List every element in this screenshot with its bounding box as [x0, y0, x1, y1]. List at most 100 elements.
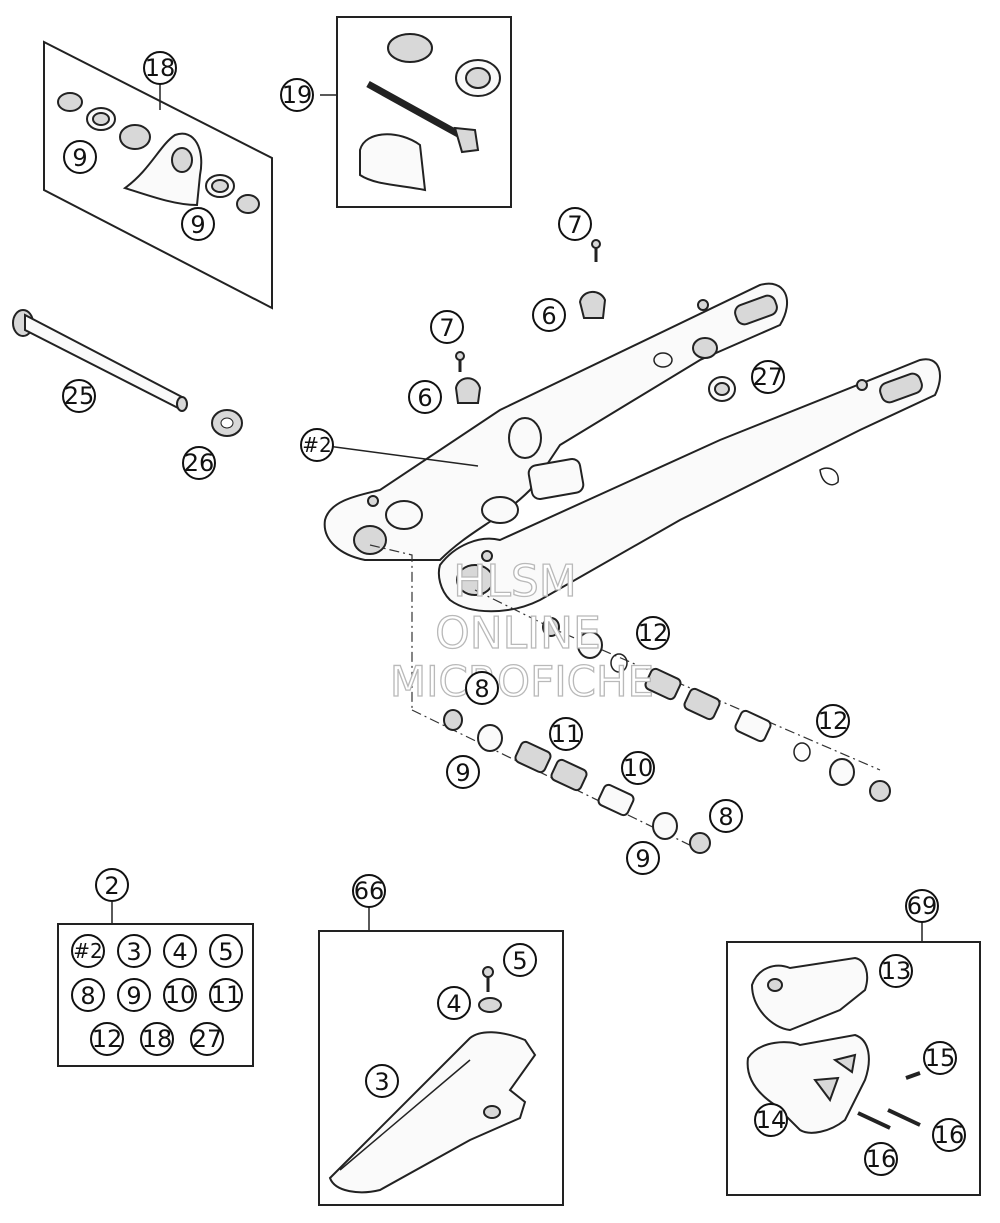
callout-69: 69 — [905, 889, 939, 923]
kit2-item: 18 — [140, 1022, 174, 1056]
kit-19-panel — [320, 16, 512, 208]
svg-text:69: 69 — [907, 892, 938, 920]
callout-7-a: 7 — [558, 207, 592, 241]
svg-text:4: 4 — [446, 990, 461, 1018]
svg-text:5: 5 — [512, 947, 527, 975]
svg-text:#2: #2 — [302, 433, 331, 457]
callout-12-b: 12 — [816, 704, 850, 738]
svg-text:16: 16 — [866, 1145, 897, 1173]
svg-text:7: 7 — [439, 314, 454, 342]
svg-text:11: 11 — [211, 981, 242, 1009]
callout-14: 14 — [754, 1103, 788, 1137]
kit2-item: 3 — [117, 934, 151, 968]
callout-6-b: 6 — [408, 380, 442, 414]
callout-18: 18 — [143, 51, 177, 85]
svg-text:15: 15 — [925, 1044, 956, 1072]
svg-text:27: 27 — [192, 1025, 223, 1053]
kit2-item: 27 — [190, 1022, 224, 1056]
callout-16-b: 16 — [864, 1142, 898, 1176]
callout-5: 5 — [503, 943, 537, 977]
svg-text:9: 9 — [72, 144, 87, 172]
svg-text:12: 12 — [92, 1025, 123, 1053]
svg-text:8: 8 — [474, 675, 489, 703]
callout-16-a: 16 — [932, 1118, 966, 1152]
watermark-line2: ONLINE — [435, 608, 601, 659]
svg-text:9: 9 — [190, 211, 205, 239]
svg-text:27: 27 — [753, 363, 784, 391]
clamp-upper — [578, 239, 607, 319]
svg-text:16: 16 — [934, 1121, 965, 1149]
svg-text:66: 66 — [354, 877, 385, 905]
callout-27: 27 — [751, 360, 785, 394]
callout-4: 4 — [437, 986, 471, 1020]
svg-text:26: 26 — [184, 449, 215, 477]
kit2-item: 4 — [163, 934, 197, 968]
callout-11: 11 — [549, 717, 583, 751]
leader-lines — [319, 444, 479, 467]
svg-text:10: 10 — [165, 981, 196, 1009]
svg-text:4: 4 — [172, 938, 187, 966]
svg-text:25: 25 — [64, 382, 95, 410]
kit2-item: #2 — [71, 934, 105, 968]
svg-text:18: 18 — [145, 54, 176, 82]
svg-text:9: 9 — [635, 845, 650, 873]
kit2-item: 8 — [71, 978, 105, 1012]
svg-text:5: 5 — [218, 938, 233, 966]
callout-8-a: 8 — [465, 671, 499, 705]
svg-text:#2: #2 — [73, 939, 102, 963]
bearing-27 — [708, 376, 736, 402]
clamp-lower — [454, 351, 482, 404]
callout-66: 66 — [352, 874, 386, 908]
kit2-item: 12 — [90, 1022, 124, 1056]
svg-text:2: 2 — [104, 872, 119, 900]
kit2-item: 5 — [209, 934, 243, 968]
callout-9-b: 9 — [181, 207, 215, 241]
svg-text:8: 8 — [80, 982, 95, 1010]
callout-25: 25 — [62, 379, 96, 413]
svg-text:3: 3 — [126, 938, 141, 966]
axle-nut — [211, 409, 243, 437]
kit2-item: 10 — [163, 978, 197, 1012]
callout-9-a: 9 — [63, 140, 97, 174]
swingarm-axle — [12, 309, 188, 412]
callout-9-d: 9 — [626, 841, 660, 875]
callout-7-b: 7 — [430, 310, 464, 344]
watermark: HLSM ONLINE MICROFICHE — [389, 555, 654, 706]
pivot-bearing-stack — [369, 544, 891, 854]
svg-text:18: 18 — [142, 1025, 173, 1053]
callout-3: 3 — [365, 1064, 399, 1098]
svg-text:6: 6 — [541, 302, 556, 330]
watermark-line3: MICROFICHE — [390, 657, 654, 706]
callout-10: 10 — [621, 751, 655, 785]
callout-13: 13 — [879, 954, 913, 988]
callout-hash-2: #2 — [300, 428, 334, 462]
swingarm — [323, 282, 941, 613]
svg-text:11: 11 — [551, 720, 582, 748]
svg-text:14: 14 — [756, 1106, 787, 1134]
callout-6-a: 6 — [532, 298, 566, 332]
callout-2: 2 — [95, 868, 129, 902]
callout-12-a: 12 — [636, 616, 670, 650]
callout-19: 19 — [280, 78, 314, 112]
svg-text:13: 13 — [881, 957, 912, 985]
svg-text:9: 9 — [126, 982, 141, 1010]
svg-text:8: 8 — [718, 803, 733, 831]
svg-text:12: 12 — [638, 619, 669, 647]
kit2-item: 11 — [209, 978, 243, 1012]
callout-26: 26 — [182, 446, 216, 480]
svg-text:10: 10 — [623, 754, 654, 782]
svg-text:3: 3 — [374, 1068, 389, 1096]
svg-text:7: 7 — [567, 211, 582, 239]
kit-18-panel — [43, 40, 273, 310]
callout-labels: 18 19 9 9 25 26 7 6 7 6 27 #2 12 8 11 12… — [62, 51, 966, 1176]
watermark-line1: HLSM — [453, 556, 577, 607]
svg-text:19: 19 — [282, 81, 313, 109]
callout-9-c: 9 — [446, 755, 480, 789]
kit-2-contents: #2 3 4 5 8 9 10 11 12 18 27 — [71, 934, 243, 1056]
callout-15: 15 — [923, 1041, 957, 1075]
callout-8-b: 8 — [709, 799, 743, 833]
svg-text:9: 9 — [455, 759, 470, 787]
svg-text:12: 12 — [818, 707, 849, 735]
kit2-item: 9 — [117, 978, 151, 1012]
